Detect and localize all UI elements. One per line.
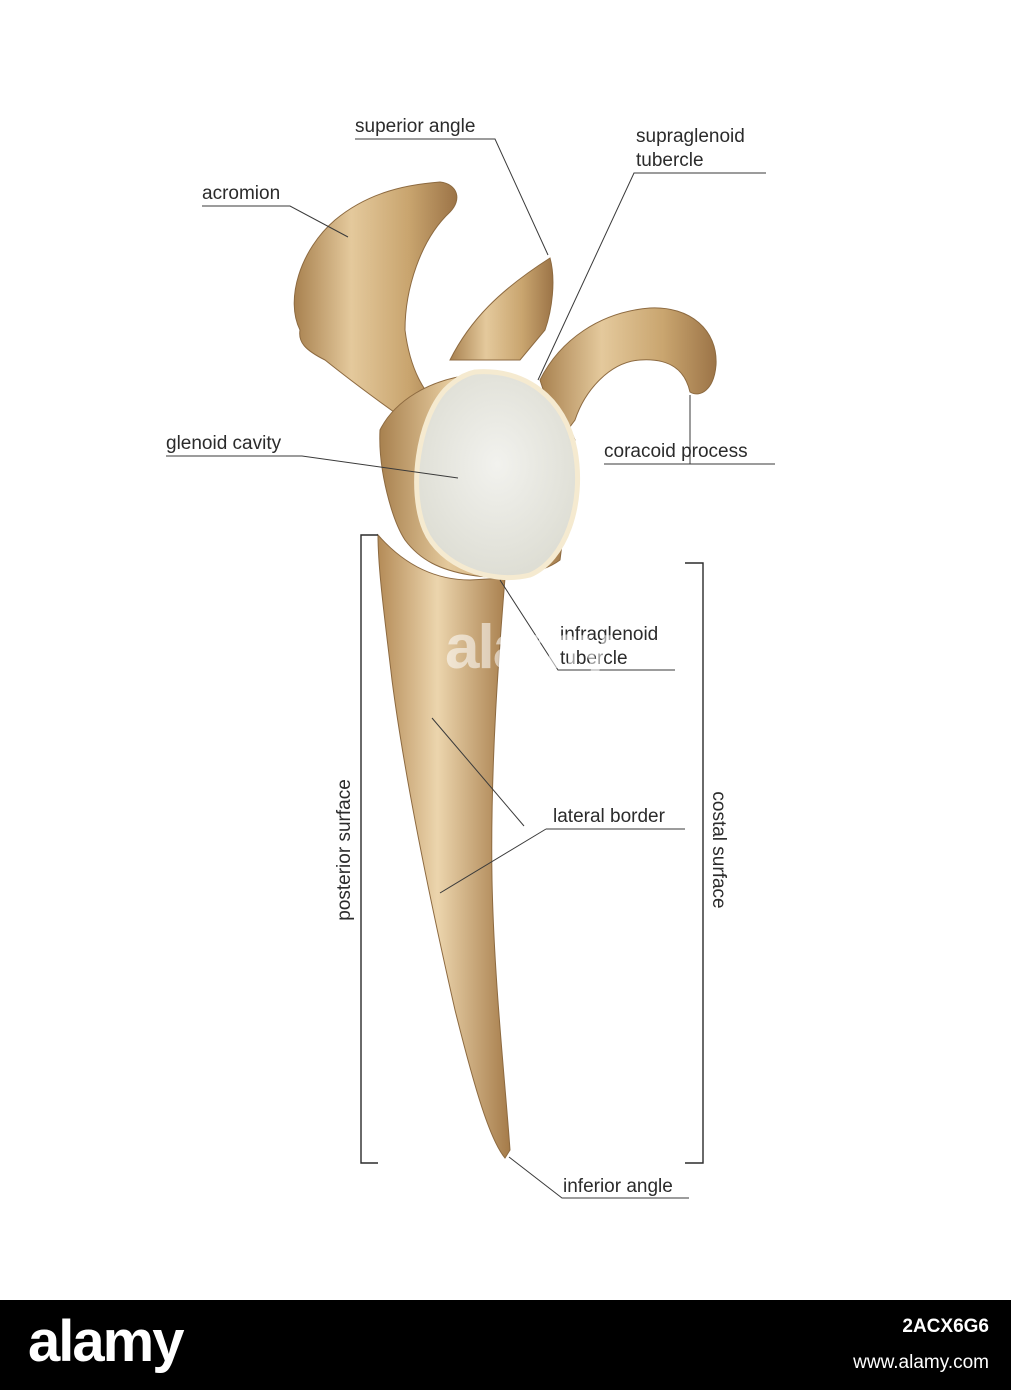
costal-surface-bracket [685,562,704,1164]
label-costal-surface: costal surface [708,791,729,908]
leader-glenoid-cavity [166,455,459,479]
lateral-border-shape [377,533,511,1159]
label-inferior-angle: inferior angle [563,1176,673,1197]
label-infraglenoid-line1: infraglenoid [560,624,658,645]
footer-bar: alamy 2ACX6G6 www.alamy.com [0,1300,1011,1390]
leader-lateral-border-a [431,717,525,827]
labels: superior angle supraglenoid tubercle acr… [166,116,748,1197]
label-supraglenoid-line1: supraglenoid [636,126,745,147]
leader-lines [166,138,775,1199]
site-url[interactable]: www.alamy.com [853,1352,989,1373]
leader-infraglenoid [499,579,675,671]
label-lateral-border: lateral border [553,806,666,827]
leader-acromion [202,205,349,238]
leader-lateral-border-b [439,828,547,894]
label-acromion: acromion [202,183,280,204]
scapula-bone [293,181,717,1159]
posterior-surface-bracket [360,534,378,1164]
leader-supraglenoid [537,172,766,381]
coracoid-process-shape [539,307,717,442]
glenoid-cavity-shape [414,369,581,581]
diagram-stage: superior angle supraglenoid tubercle acr… [166,116,775,1199]
label-supraglenoid-line2: tubercle [636,150,704,171]
surface-brackets [360,534,704,1164]
label-infraglenoid-line2: tubercle [560,648,628,669]
label-posterior-surface: posterior surface [334,779,355,921]
label-coracoid-process: coracoid process [604,441,748,462]
superior-angle-shape [449,257,554,361]
brand-logo[interactable]: alamy [28,1309,184,1374]
label-superior-angle: superior angle [355,116,475,137]
leader-coracoid [604,395,775,465]
acromion-shape [293,181,458,431]
watermark: alamy [445,613,613,682]
image-id: 2ACX6G6 [902,1316,989,1337]
leader-superior-angle [355,138,549,256]
leader-inferior-angle [508,1156,689,1199]
scapula-diagram: superior angle supraglenoid tubercle acr… [166,116,775,1199]
label-glenoid-cavity: glenoid cavity [166,433,282,454]
